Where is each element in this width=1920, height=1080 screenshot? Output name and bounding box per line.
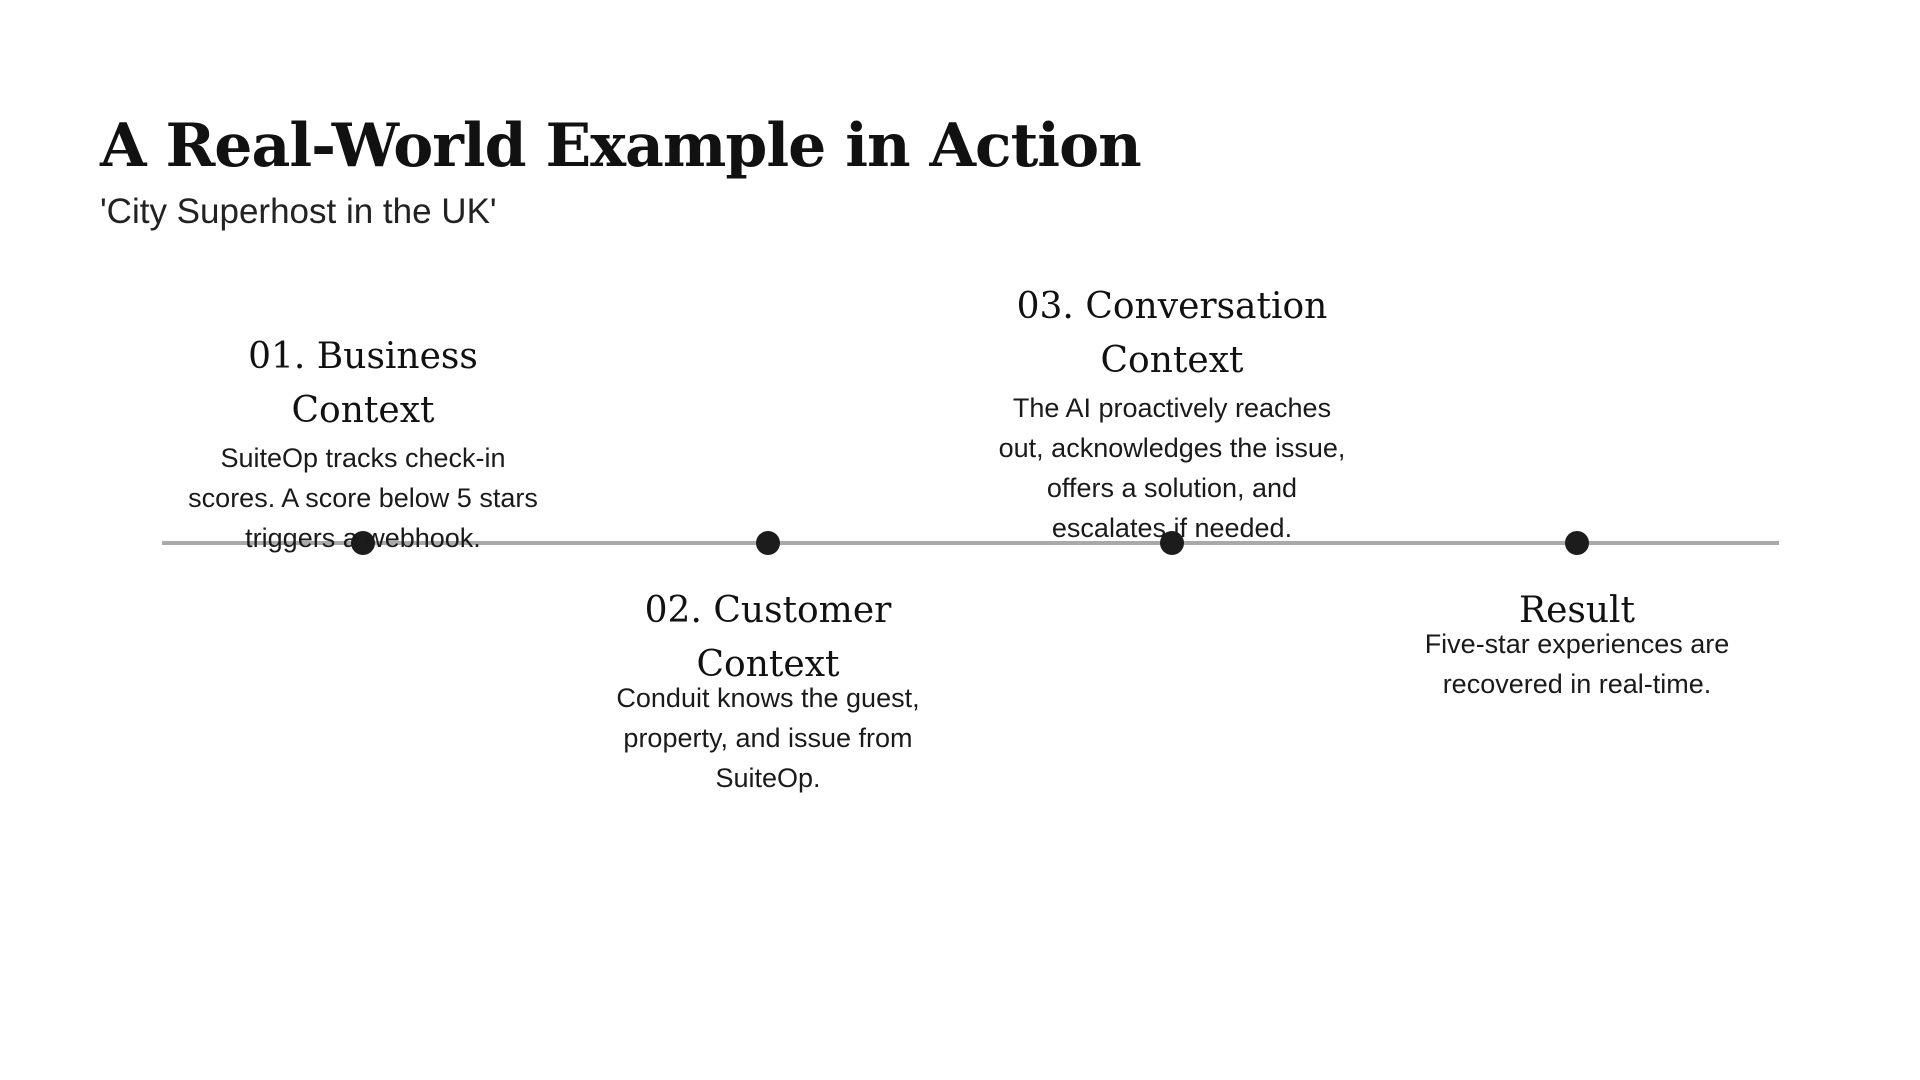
step-description: SuiteOp tracks check-in scores. A score … (188, 443, 538, 553)
timeline-dot-3 (1160, 531, 1184, 555)
step-title: Result (1518, 590, 1636, 631)
timeline-step-customer-context: 02. Customer Context Conduit knows the g… (583, 584, 953, 798)
step-title: 02. Customer Context (644, 590, 892, 685)
step-description: Five-star experiences are recovered in r… (1424, 629, 1730, 699)
page-title: A Real-World Example in Action (100, 111, 1142, 181)
timeline-dot-4 (1565, 531, 1589, 555)
step-title: 03. Conversation Context (1016, 286, 1328, 381)
page-subtitle: 'City Superhost in the UK' (100, 192, 497, 231)
step-title: 01. Business Context (248, 336, 478, 431)
timeline-step-conversation-context: 03. Conversation Context The AI proactiv… (987, 280, 1357, 548)
timeline-dot-2 (756, 531, 780, 555)
timeline-line (162, 541, 1779, 545)
step-description: Conduit knows the guest, property, and i… (616, 683, 920, 793)
timeline-step-business-context: 01. Business Context SuiteOp tracks chec… (178, 330, 548, 558)
timeline-dot-1 (351, 531, 375, 555)
timeline-step-result: Result Five-star experiences are recover… (1392, 584, 1762, 704)
step-description: The AI proactively reaches out, acknowle… (998, 393, 1346, 543)
